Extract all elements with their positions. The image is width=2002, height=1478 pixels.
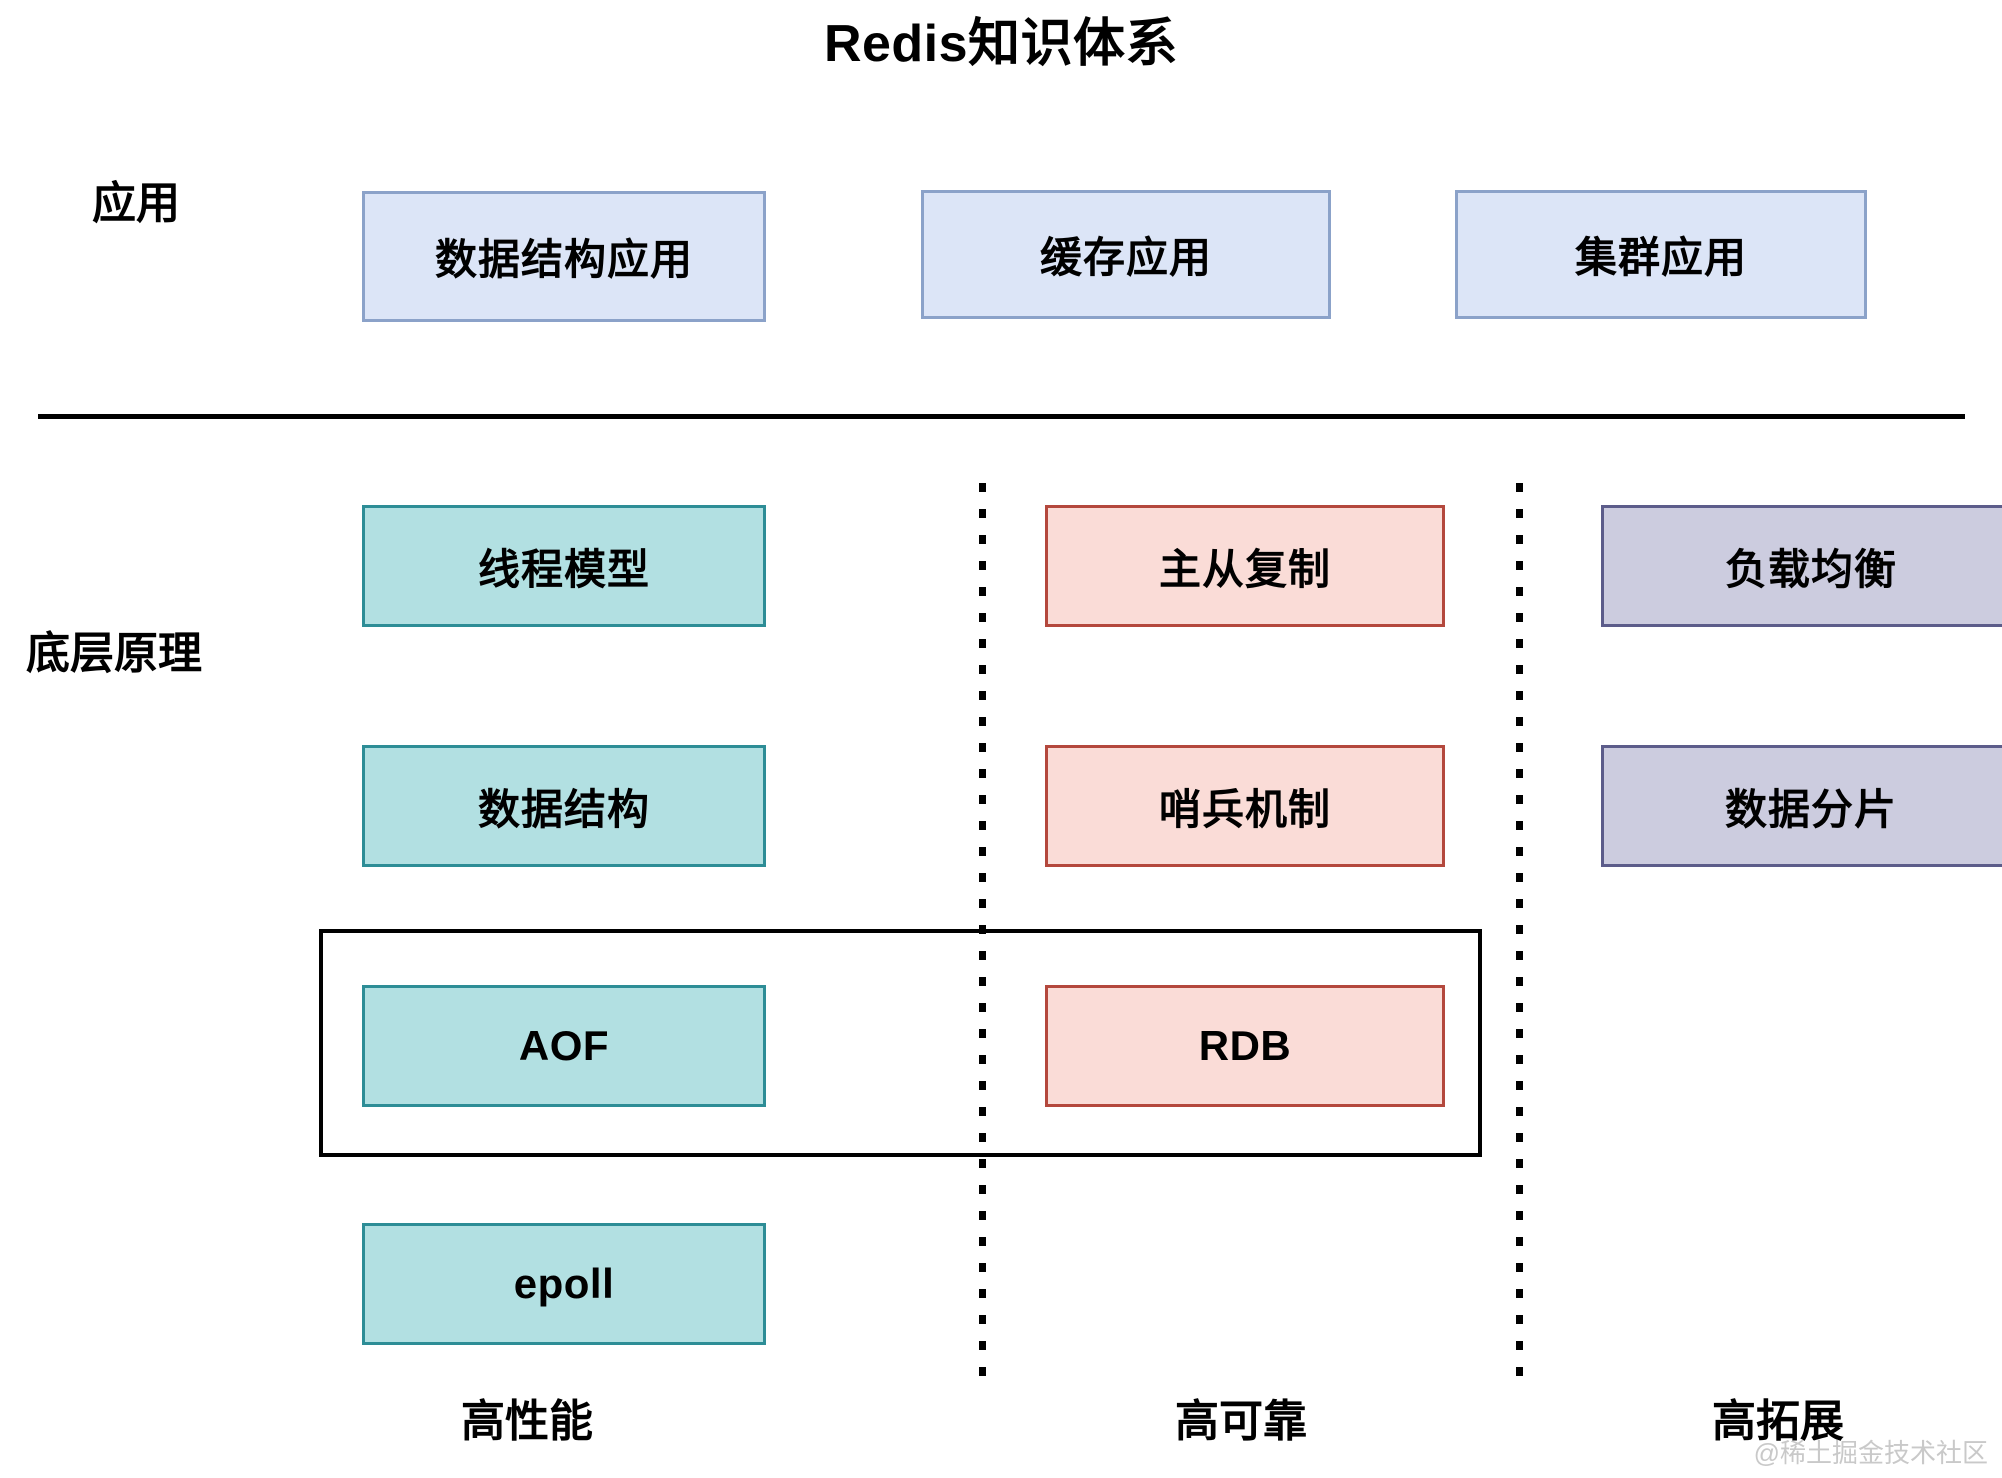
node-load-balancing[interactable]: 负载均衡: [1601, 505, 2002, 627]
tier-label-application: 应用: [92, 179, 180, 228]
watermark: @稀土掘金技术社区: [1753, 1438, 1988, 1468]
node-cluster-application[interactable]: 集群应用: [1455, 190, 1867, 319]
node-data-structure-application[interactable]: 数据结构应用: [362, 191, 766, 322]
pillar-caption-scalability: 高拓展: [1712, 1397, 1844, 1446]
node-cache-application[interactable]: 缓存应用: [921, 190, 1331, 319]
node-rdb[interactable]: RDB: [1045, 985, 1445, 1107]
node-epoll[interactable]: epoll: [362, 1223, 766, 1345]
node-master-slave-replication[interactable]: 主从复制: [1045, 505, 1445, 627]
node-data-structure[interactable]: 数据结构: [362, 745, 766, 867]
column-divider-performance-reliability: [979, 483, 986, 1383]
node-aof[interactable]: AOF: [362, 985, 766, 1107]
node-sentinel-mechanism[interactable]: 哨兵机制: [1045, 745, 1445, 867]
pillar-caption-reliability: 高可靠: [1175, 1397, 1307, 1446]
node-thread-model[interactable]: 线程模型: [362, 505, 766, 627]
node-data-sharding[interactable]: 数据分片: [1601, 745, 2002, 867]
diagram-title: Redis知识体系: [823, 15, 1179, 73]
pillar-caption-performance: 高性能: [461, 1397, 593, 1446]
column-divider-reliability-scalability: [1516, 483, 1523, 1383]
persistence-group-frame: [319, 929, 1482, 1157]
tier-label-internals: 底层原理: [26, 629, 202, 678]
tier-separator-line: [38, 414, 1965, 419]
